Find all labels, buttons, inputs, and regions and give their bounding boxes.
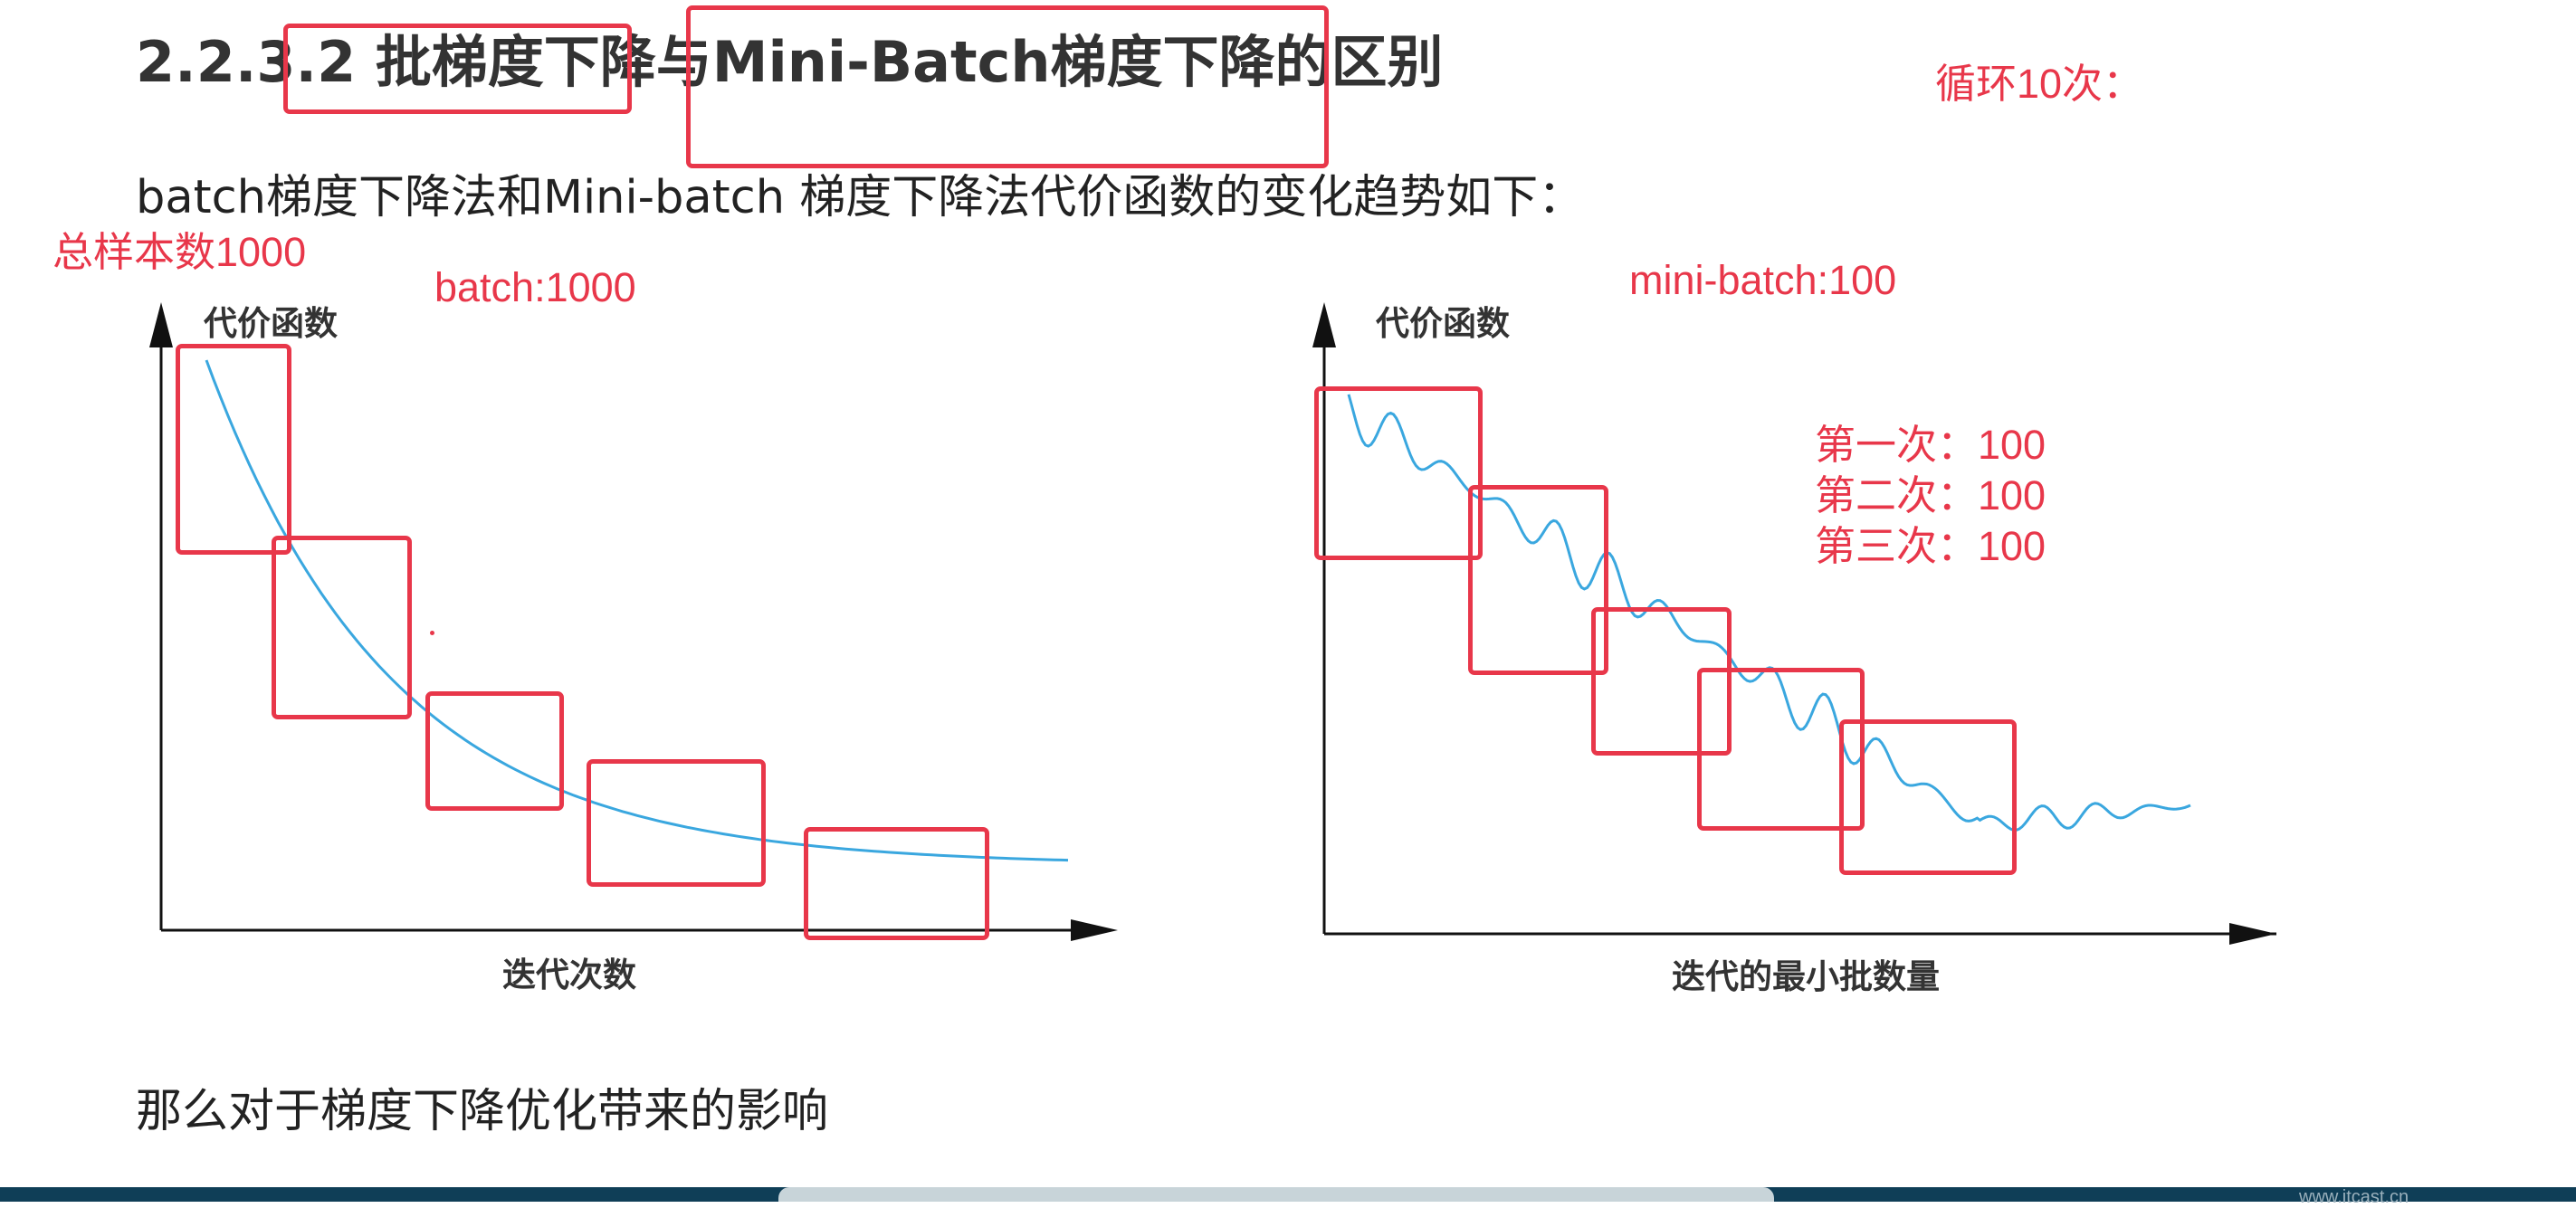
x-axis-arrow bbox=[1071, 919, 1118, 941]
y-axis-arrow bbox=[1312, 302, 1336, 347]
iteration-note-2: 第二次：100 bbox=[1815, 472, 2046, 518]
total-samples-note: 总样本数1000 bbox=[52, 229, 307, 275]
dock-strip bbox=[778, 1187, 1774, 1202]
highlight-batch-segment-2 bbox=[272, 536, 412, 719]
highlight-batch-segment-4 bbox=[587, 759, 766, 887]
batch-cost-plot: 代价函数 迭代次数 bbox=[149, 302, 1118, 994]
highlight-mini-batch-segment-4 bbox=[1697, 668, 1865, 831]
mini-batch-cost-plot: 代价函数 迭代的最小批数量 bbox=[1312, 302, 2276, 996]
batch-cost-curve bbox=[205, 359, 1069, 862]
iteration-notes: 第一次：100 第二次：100 第三次：100 bbox=[1815, 420, 2046, 572]
mini-batch-cost-curve bbox=[1347, 394, 2191, 832]
x-axis-label: 迭代次数 bbox=[502, 956, 636, 994]
mini-batch-size-note: mini-batch:100 bbox=[1629, 257, 1897, 303]
site-watermark: www.itcast.cn bbox=[2299, 1187, 2409, 1207]
stray-dot bbox=[430, 631, 434, 635]
y-axis-label: 代价函数 bbox=[1375, 304, 1510, 343]
highlight-mini-batch-segment-1 bbox=[1314, 386, 1483, 560]
closing-paragraph: 那么对于梯度下降优化带来的影响 bbox=[136, 1085, 829, 1138]
iteration-note-1: 第一次：100 bbox=[1815, 422, 2046, 468]
slide-heading: 2.2.3.2 批梯度下降与Mini-Batch梯度下降的区别 bbox=[136, 29, 1444, 95]
highlight-mini-batch-segment-5 bbox=[1839, 719, 2017, 875]
loop-note: 循环10次： bbox=[1935, 61, 2144, 107]
highlight-batch-segment-5 bbox=[804, 827, 989, 940]
taskbar bbox=[0, 1187, 2576, 1202]
intro-paragraph: batch梯度下降法和Mini-batch 梯度下降法代价函数的变化趋势如下： bbox=[136, 171, 1585, 224]
iteration-note-3: 第三次：100 bbox=[1815, 523, 2046, 569]
highlight-mini-batch-segment-2 bbox=[1468, 485, 1608, 675]
highlight-batch-segment-1 bbox=[176, 344, 291, 555]
y-axis-label: 代价函数 bbox=[203, 304, 338, 343]
highlight-mini-batch-gd bbox=[686, 5, 1329, 168]
highlight-batch-segment-3 bbox=[425, 691, 564, 811]
y-axis-arrow bbox=[149, 302, 173, 347]
highlight-mini-batch-segment-3 bbox=[1591, 607, 1732, 756]
batch-size-note: batch:1000 bbox=[434, 264, 636, 310]
x-axis-arrow bbox=[2229, 923, 2276, 945]
highlight-batch-gd bbox=[283, 24, 632, 114]
x-axis-label: 迭代的最小批数量 bbox=[1672, 957, 1940, 996]
